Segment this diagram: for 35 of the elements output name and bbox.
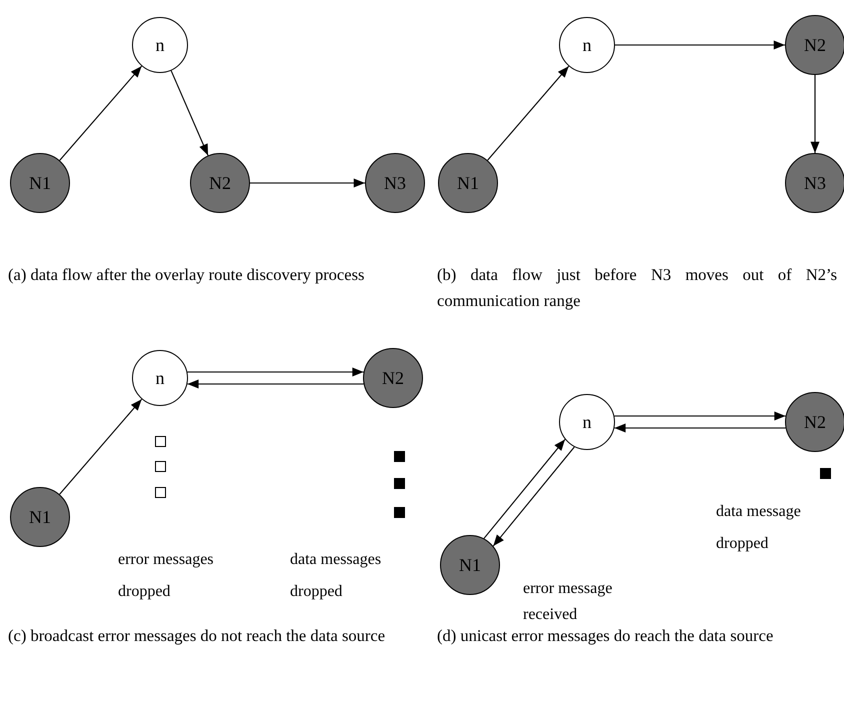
arrow [59, 398, 142, 495]
node-label: N1 [29, 506, 51, 528]
node-label: N1 [457, 172, 479, 194]
node-label: n [156, 368, 164, 388]
node-label: n [156, 34, 164, 56]
arrow [615, 40, 785, 50]
note-text: data message dropped [716, 502, 802, 554]
arrow [614, 412, 786, 420]
arrow [614, 424, 786, 432]
node-label: n [582, 34, 592, 56]
node-label: N2 [804, 412, 826, 432]
note-text: data messages dropped [290, 550, 382, 602]
node-label: N1 [29, 172, 51, 194]
arrow [187, 380, 364, 388]
arrow [484, 439, 566, 539]
node-label: N3 [804, 172, 826, 194]
arrow [170, 70, 209, 156]
arrow [810, 75, 820, 153]
caption: (d) unicast error messages do reach the data source [437, 625, 774, 647]
note-text: error message received [523, 579, 614, 625]
node-label: N2 [804, 34, 826, 56]
arrow [487, 66, 570, 161]
arrow [250, 178, 365, 188]
caption: (a) data flow after the overlay route discovery process [8, 264, 366, 286]
node-label: N1 [459, 554, 481, 576]
arrow [59, 66, 142, 161]
node-label: N3 [384, 172, 406, 194]
caption: (c) broadcast error messages do not reach the data source [8, 625, 386, 647]
arrow [492, 446, 575, 546]
arrow [187, 368, 364, 376]
node-label: N2 [382, 368, 404, 388]
caption: (b) data flow just before N3 moves out of N2’s communication range [437, 264, 837, 312]
node-label: n [582, 412, 592, 432]
node-label: N2 [209, 172, 231, 194]
note-text: error messages dropped [118, 550, 215, 602]
